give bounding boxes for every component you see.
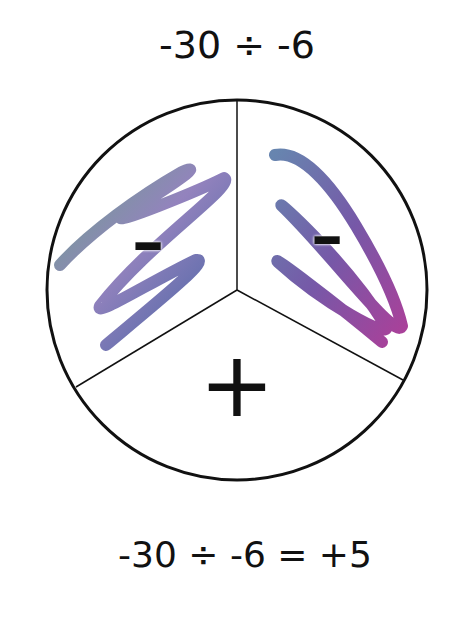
divider-line	[236, 100, 238, 290]
caption-text: -30 ÷ -6 = +5	[118, 537, 372, 573]
cancel-scribble	[275, 155, 402, 342]
sign-symbol: +	[199, 340, 274, 430]
cancel-scribble	[60, 169, 225, 345]
title-text: -30 ÷ -6	[159, 26, 315, 64]
sign-symbol: -	[310, 186, 345, 282]
sign-symbol: -	[131, 192, 166, 288]
sign-sector: -	[306, 182, 349, 286]
wheel-circle	[47, 100, 427, 480]
sign-sector: +	[195, 336, 278, 434]
sign-sector: -	[127, 188, 170, 292]
